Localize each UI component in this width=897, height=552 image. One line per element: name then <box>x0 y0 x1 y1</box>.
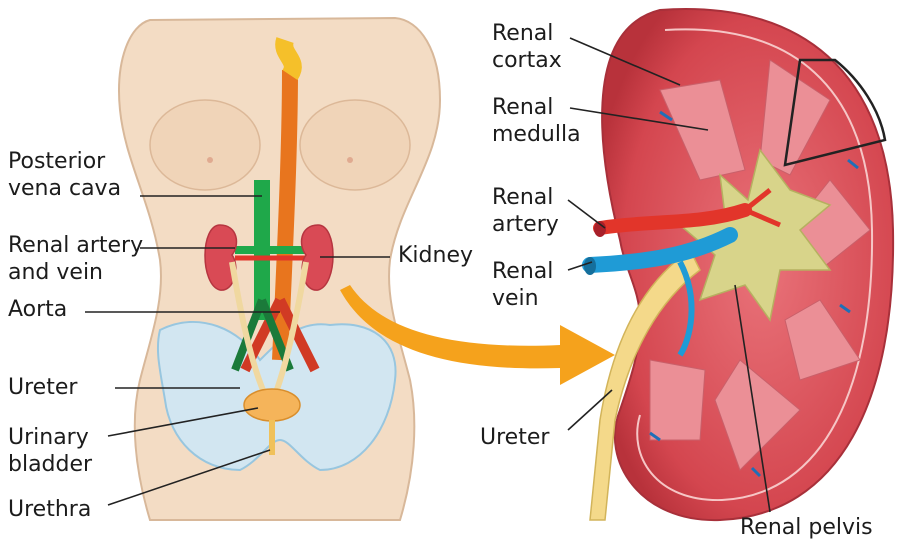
label-renal-artery: Renal artery <box>492 184 559 238</box>
label-ureter-right: Ureter <box>480 424 549 451</box>
label-urethra: Urethra <box>8 496 91 523</box>
label-renal-pelvis: Renal pelvis <box>740 514 873 541</box>
label-ureter-left: Ureter <box>8 374 77 401</box>
kidney-left-organ <box>205 225 236 290</box>
label-posterior-vena-cava: Posterior vena cava <box>8 148 121 202</box>
label-renal-medulla: Renal medulla <box>492 94 581 148</box>
label-renal-cortax: Renal cortax <box>492 20 562 74</box>
label-renal-artery-and-vein: Renal artery and vein <box>8 232 143 286</box>
torso-illustration <box>119 18 440 520</box>
kidney-cross-section <box>584 9 893 520</box>
breast-right <box>300 100 410 190</box>
label-aorta: Aorta <box>8 296 67 323</box>
label-urinary-bladder: Urinary bladder <box>8 424 92 478</box>
breast-left <box>150 100 260 190</box>
label-kidney: Kidney <box>398 242 473 269</box>
label-renal-vein: Renal vein <box>492 258 553 312</box>
bladder-organ <box>244 389 300 421</box>
